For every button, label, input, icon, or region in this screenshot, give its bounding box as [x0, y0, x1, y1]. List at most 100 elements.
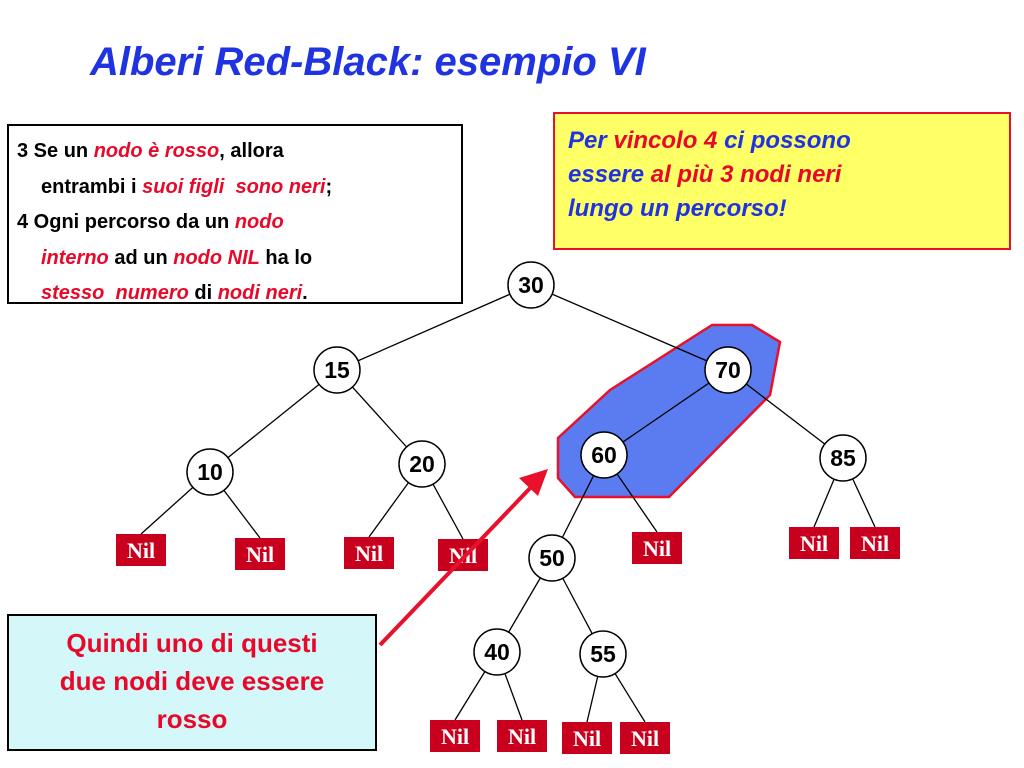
rule-3-line-1: 3 Se un nodo è rosso, allora: [17, 134, 461, 170]
node-label: 10: [197, 459, 223, 485]
nil-label: Nil: [631, 726, 659, 751]
rule-3-line-2: entrambi i suoi figli sono neri;: [17, 170, 461, 206]
nil-20-right: Nil: [438, 539, 488, 571]
nil-55-right: Nil: [620, 722, 670, 754]
nil-box: [235, 538, 285, 570]
nil-box: [632, 532, 682, 564]
node-label: 30: [518, 272, 544, 298]
edge-n15-n10: [209, 369, 338, 473]
tree-node-85: 85: [819, 434, 867, 482]
tree-node-55: 55: [579, 630, 627, 678]
nil-label: Nil: [643, 536, 671, 561]
callout-line-1: Quindi uno di questi: [66, 628, 318, 658]
rule-4-line-3: stesso numero di nodi neri.: [17, 276, 461, 312]
tree-node-60: 60: [580, 431, 628, 479]
node-circle: [704, 346, 752, 394]
node-circle: [398, 440, 446, 488]
nil-85-left: Nil: [789, 527, 839, 559]
nil-label: Nil: [573, 726, 601, 751]
callout-line-3: rosso: [156, 704, 228, 734]
text-run: Per: [568, 127, 614, 154]
node-label: 85: [830, 445, 856, 471]
tree-node-70: 70: [704, 346, 752, 394]
note-line-2: essere al più 3 nodi neri: [568, 158, 1009, 192]
node-label: 40: [484, 639, 510, 665]
emphasis-text: al più 3 nodi neri: [650, 161, 842, 188]
text-run: di: [188, 282, 218, 304]
tree-node-20: 20: [398, 440, 446, 488]
nil-10-right: Nil: [235, 538, 285, 570]
nil-label: Nil: [800, 531, 828, 556]
nil-40-right: Nil: [497, 720, 547, 752]
nil-box: [562, 722, 612, 754]
nil-leaves: NilNilNilNilNilNilNilNilNilNilNil: [116, 527, 900, 754]
node-label: 50: [539, 545, 565, 571]
text-run: essere: [568, 161, 651, 188]
text-run: ad un: [108, 246, 174, 269]
nil-label: Nil: [355, 541, 383, 566]
node-circle: [528, 534, 576, 582]
node-circle: [819, 434, 867, 482]
edge-n70-n85: [727, 369, 844, 459]
nil-label: Nil: [861, 531, 889, 556]
emphasis-text: vincolo 4: [613, 127, 718, 154]
nil-40-left: Nil: [430, 720, 480, 752]
tree-nodes: 30 15 70 10 20 60 85 50 40 55: [186, 261, 867, 678]
node-circle: [579, 630, 627, 678]
emphasis-text: interno: [41, 246, 109, 269]
emphasis-text: nodi neri: [217, 282, 303, 304]
node-circle: [473, 628, 521, 676]
tree-node-10: 10: [186, 448, 234, 496]
nil-box: [620, 722, 670, 754]
nil-box: [116, 534, 166, 566]
nil-label: Nil: [246, 542, 274, 567]
emphasis-text: stesso numero: [41, 282, 189, 304]
nil-label: Nil: [441, 724, 469, 749]
emphasis-text: suoi figli sono neri: [142, 175, 326, 198]
text-run: , allora: [219, 140, 284, 162]
edge-n70-n60: [603, 369, 729, 456]
nil-box: [789, 527, 839, 559]
text-run: ;: [325, 175, 333, 198]
rules-box: 3 Se un nodo è rosso, allora entrambi i …: [7, 124, 463, 304]
node-label: 15: [324, 357, 350, 383]
node-circle: [313, 346, 361, 394]
constraint-note-box: Per vincolo 4 ci possono essere al più 3…: [553, 112, 1011, 250]
node-label: 70: [715, 357, 741, 383]
emphasis-text: nodo: [234, 211, 284, 233]
nil-box: [430, 720, 480, 752]
nil-box: [344, 537, 394, 569]
text-run: lungo un percorso!: [568, 195, 787, 222]
callout-arrow: [378, 469, 548, 647]
nil-60-right: Nil: [632, 532, 682, 564]
emphasis-text: nodo NIL: [173, 246, 260, 269]
tree-node-50: 50: [528, 534, 576, 582]
edge-n30-n70: [530, 284, 729, 371]
node-circle: [186, 448, 234, 496]
node-circle: [580, 431, 628, 479]
nil-85-right: Nil: [850, 527, 900, 559]
nil-box: [497, 720, 547, 752]
emphasis-text: nodo è rosso: [93, 140, 220, 162]
text-run: entrambi i: [41, 175, 143, 198]
nil-box: [850, 527, 900, 559]
nil-10-left: Nil: [116, 534, 166, 566]
node-circle: [507, 261, 555, 309]
nil-box: [438, 539, 488, 571]
rule-4-line-2: interno ad un nodo NIL ha lo: [17, 241, 461, 277]
text-run: 3 Se un: [17, 140, 94, 162]
node-label: 20: [409, 451, 435, 477]
callout-box: Quindi uno di questi due nodi deve esser…: [7, 614, 377, 751]
node-label: 55: [590, 641, 616, 667]
node-label: 60: [591, 442, 617, 468]
tree-node-15: 15: [313, 346, 361, 394]
rule-4-line-1: 4 Ogni percorso da un nodo: [17, 205, 461, 241]
note-line-1: Per vincolo 4 ci possono: [568, 124, 1009, 158]
nil-20-left: Nil: [344, 537, 394, 569]
edge-n30-n15: [336, 284, 532, 371]
callout-line-2: due nodi deve essere: [59, 666, 325, 696]
note-line-3: lungo un percorso!: [568, 192, 1009, 226]
slide-title: Alberi Red-Black: esempio VI: [90, 40, 646, 84]
tree-node-30: 30: [507, 261, 555, 309]
